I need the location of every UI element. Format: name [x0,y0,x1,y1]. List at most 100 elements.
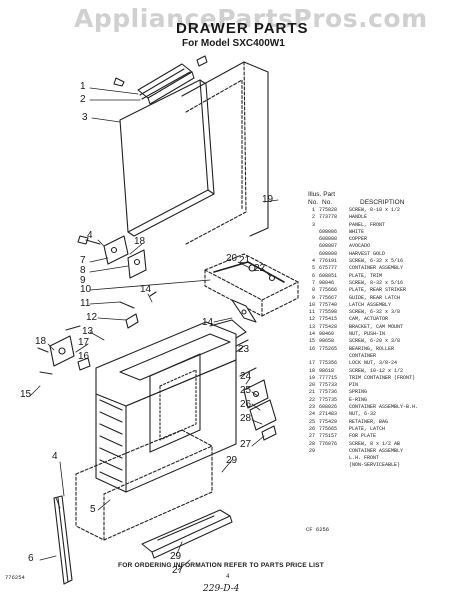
part-description: HANDLE [349,214,368,221]
part-description: PANEL, FRONT [349,221,386,228]
part-no: 775735 [319,396,338,403]
table-row: 6 608051 PLATE, TRIM [306,273,470,280]
parts-table-header: Illus. Part No.No.DESCRIPTION [306,191,470,207]
part-no: 775736 [319,389,338,396]
callout-4b: 4 [52,451,58,462]
part-description: BEARING, ROLLER [349,345,395,352]
illus-no [306,229,315,236]
bottom-plate [141,509,233,559]
callout-29b: 29 [170,551,182,562]
part-description: GUIDE, REAR LATCH [349,294,401,301]
part-no: 608051 [319,272,338,279]
illus-no [306,243,315,250]
part-description: LATCH ASSEMBLY [349,301,392,308]
callout-14a: 14 [140,284,152,295]
illus-no: 8 [311,287,315,294]
illus-no: 20 [308,382,315,389]
screw-1 [113,55,208,87]
illus-no: 14 [308,331,315,338]
part-no: 98658 [319,338,335,345]
callout-8: 8 [80,265,86,276]
part-no: 773778 [319,214,338,221]
callout-1: 1 [80,81,86,92]
table-row: (NON-SERVICEABLE) [306,462,470,469]
part-description: CONTAINER ASSEMBLY [349,265,404,272]
page-mark: 4 [226,573,230,580]
part-no: 608026 [319,404,338,411]
part-no: 775598 [319,309,338,316]
part-no: 675777 [319,265,338,272]
part-no: 775665 [319,425,338,432]
part-no: 775415 [319,316,338,323]
part-no: 776076 [319,440,338,447]
callout-5: 5 [90,504,96,515]
illus-no: 5 [311,265,315,272]
callout-21: 21 [239,255,251,266]
part-no: 775828 [319,207,338,213]
callout-18: 18 [134,236,146,247]
watermark: AppliancePartsPros.com [74,4,428,33]
part-no: 98046 [319,279,335,286]
part-description: RETAINER, BAG [349,418,389,425]
part-description: CONTAINER [349,352,377,359]
handwritten-note: 229-D-4 [203,584,240,594]
part-no: 776191 [319,258,338,265]
illus-no [306,462,315,469]
illus-no: 17 [308,360,315,367]
callout-7: 7 [80,255,86,266]
part-no [315,448,349,455]
illus-no: 26 [308,425,315,432]
illus-no [306,353,315,360]
part-no: 775428 [319,323,338,330]
illus-no: 2 [311,214,315,221]
page-subtitle: For Model SXC400W1 [182,38,285,49]
illus-no: 28 [308,440,315,447]
illus-no: 23 [308,404,315,411]
callout-3: 3 [82,112,88,123]
leader-lines [29,87,279,571]
callout-12: 12 [86,312,98,323]
callout-10: 10 [80,284,92,295]
illus-no [306,236,315,243]
callout-28: 28 [240,413,252,424]
callout-27b: 27 [172,565,184,576]
part-no: 608008 [319,250,338,257]
illus-no: 24 [308,411,315,418]
callout-24: 24 [240,371,252,382]
part-no [315,455,349,462]
part-description: SCREW, 6-32 x 3/8 [349,309,401,316]
part-no: 775733 [319,382,338,389]
part-description: SCREW, 8 x 1/2 AB [349,440,401,447]
part-description: (NON-SERVICEABLE) [349,462,401,469]
callout-9: 9 [80,275,86,286]
illus-no: 27 [308,433,315,440]
part-description: SCREW, 8-32 x 5/16 [349,279,404,286]
callout-22: 22 [254,263,266,274]
part-description: AVOCADO [349,243,371,250]
part-description: PLATE, TRIM [349,272,383,279]
callout-2: 2 [80,94,86,105]
part-description: CONTAINER ASSEMBLY [349,447,404,454]
trim-container-front [181,61,269,245]
part-no: 608006 [319,228,338,235]
part-description: SCREW, 10-12 x 1/2 [349,367,404,374]
part-description: FOR PLATE [349,433,377,440]
table-row: L.H. FRONT [306,455,470,462]
page-code: 776254 [5,574,25,581]
illus-no: 6 [311,272,315,279]
